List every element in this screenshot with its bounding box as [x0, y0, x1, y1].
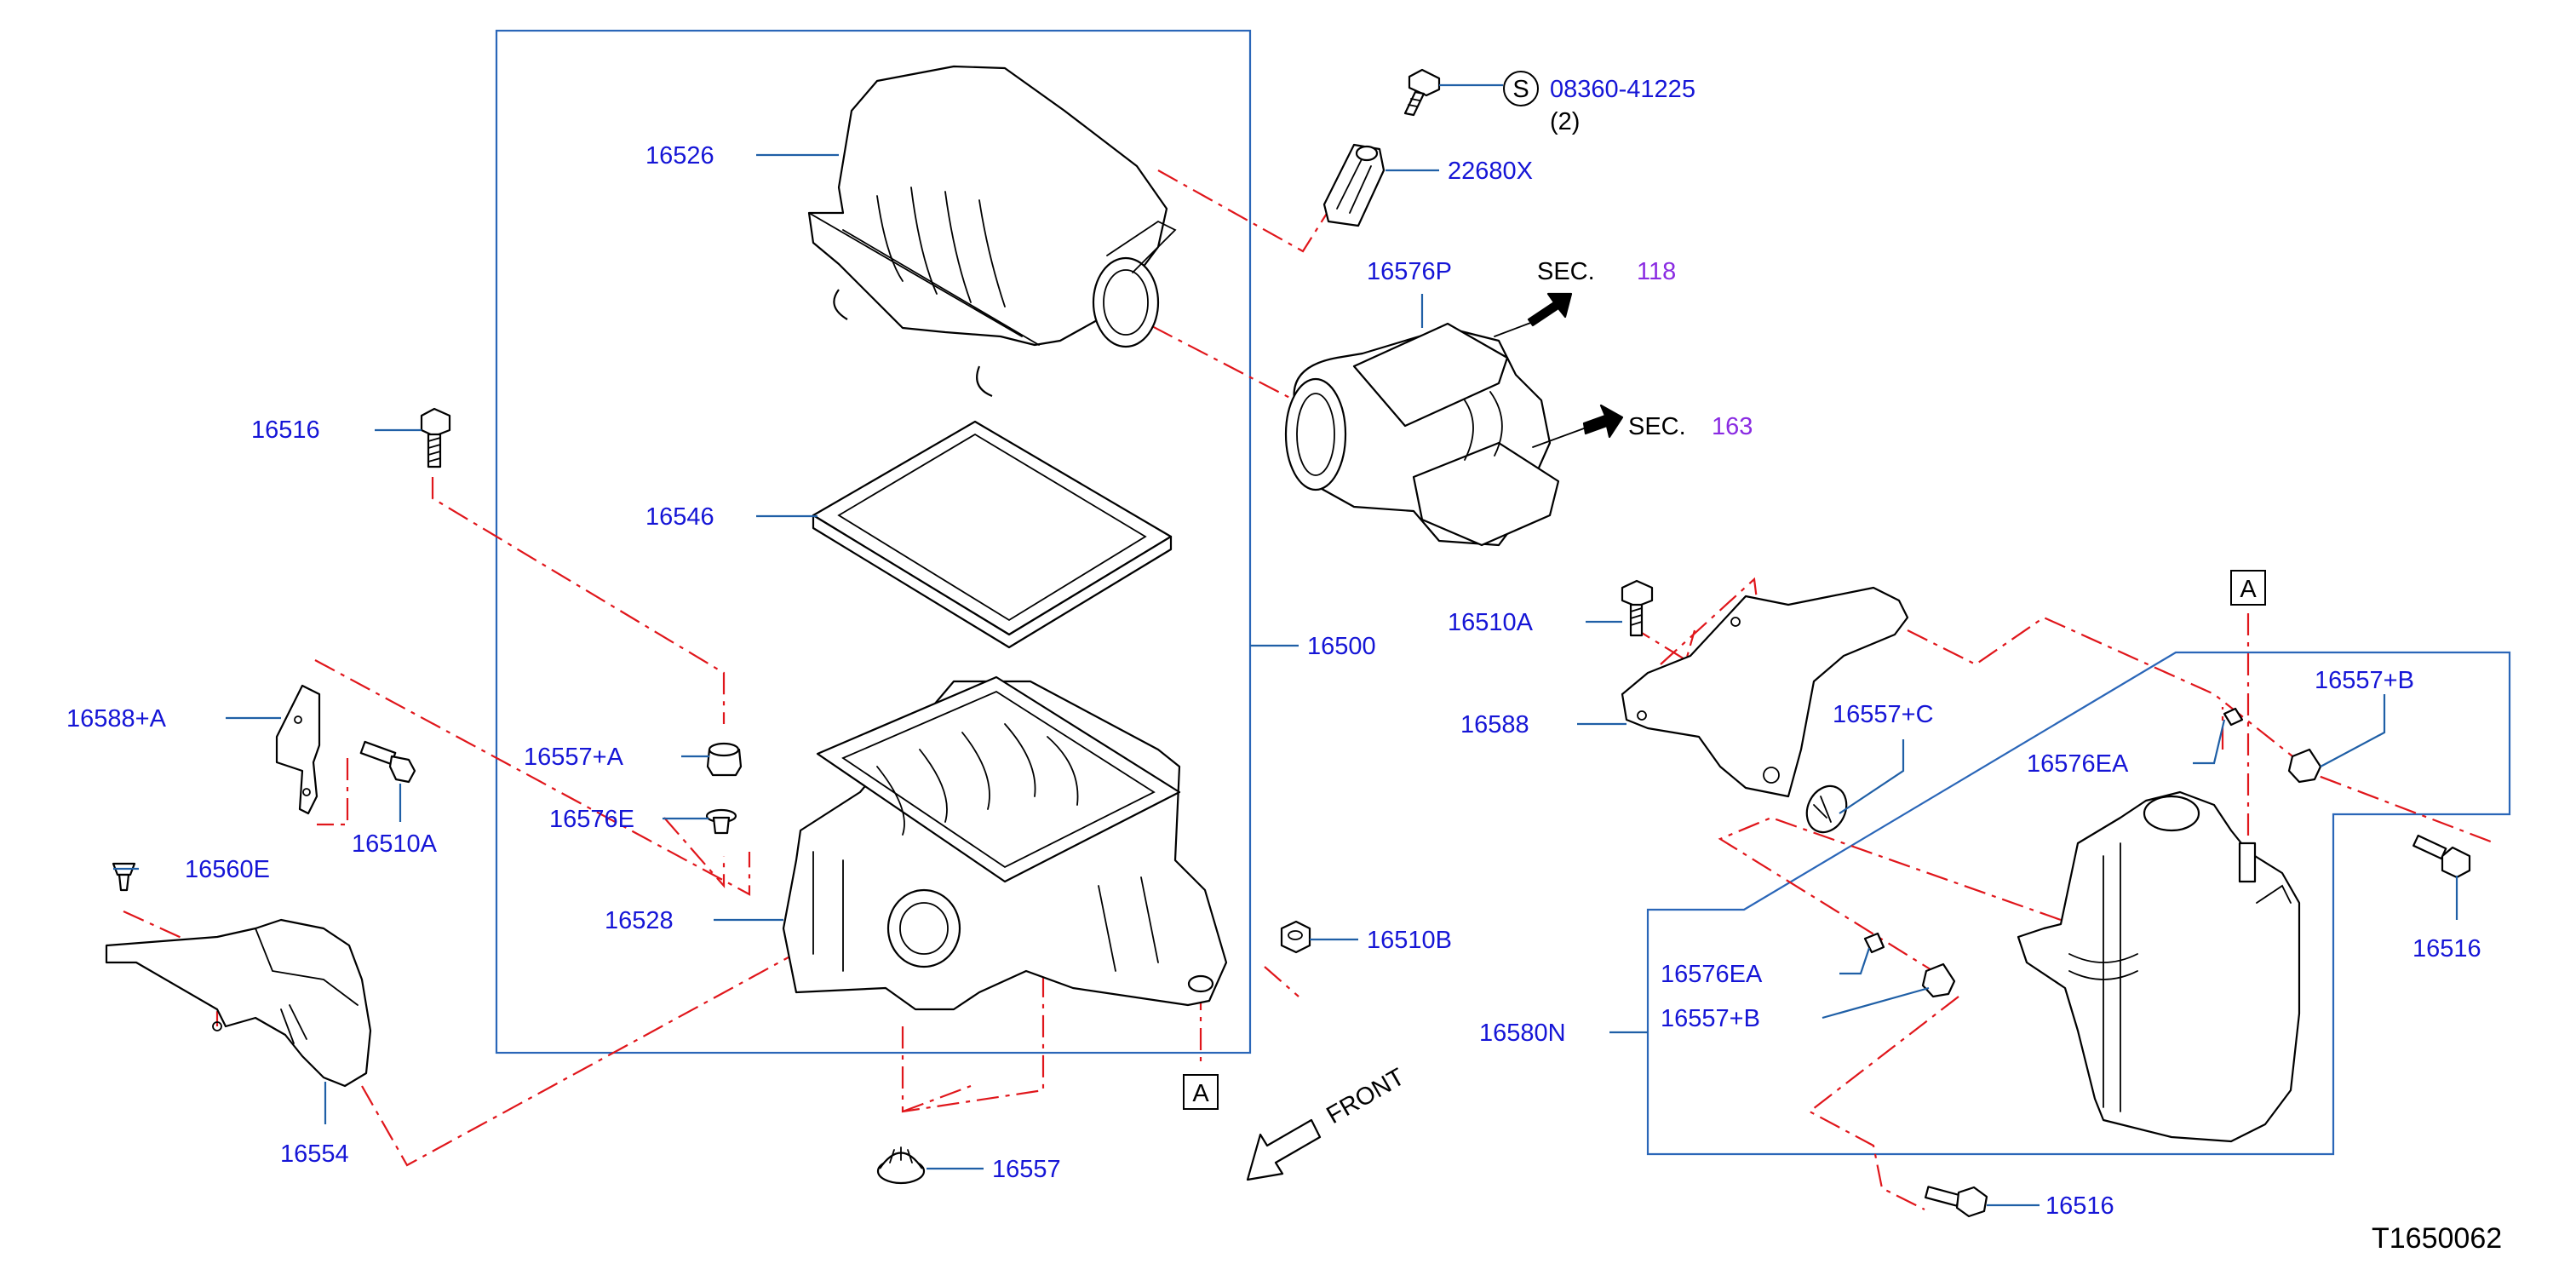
part-16588-bracket[interactable]	[1621, 586, 1909, 798]
part-22680x-maf-sensor[interactable]	[1322, 143, 1386, 227]
sec-118-label: SEC.	[1537, 258, 1595, 285]
part-16557b-grommet-lower[interactable]	[1921, 962, 1956, 998]
arrow-to-sec-163	[1582, 404, 1624, 439]
label-16510a-left: 16510A	[352, 830, 438, 858]
label-16557c: 16557+C	[1833, 701, 1934, 728]
label-16557b-upper: 16557+B	[2315, 667, 2414, 694]
front-label: FRONT	[1322, 1063, 1410, 1129]
label-16580n: 16580N	[1479, 1020, 1566, 1047]
ref-box-a-upper: A	[2230, 570, 2266, 606]
part-16557c-grommet[interactable]	[1799, 779, 1854, 838]
label-16554: 16554	[280, 1140, 349, 1168]
part-16560e-clip[interactable]	[112, 862, 136, 892]
leader-lines	[113, 153, 2458, 1207]
label-16557b-lower: 16557+B	[1661, 1005, 1760, 1032]
part-16557a-grommet[interactable]	[706, 742, 743, 777]
assembly-frame-16500	[495, 29, 1252, 1054]
section-arrows	[1494, 292, 1624, 448]
ref-box-a-lower: A	[1183, 1074, 1219, 1110]
part-16510a-bolt-left[interactable]	[359, 740, 416, 822]
standard-part-s-symbol: S	[1503, 71, 1539, 106]
part-16557-grommet[interactable]	[876, 1146, 926, 1185]
label-16510a-right: 16510A	[1448, 609, 1534, 636]
label-16516-right: 16516	[2412, 935, 2481, 962]
label-08360-qty: (2)	[1550, 108, 1580, 135]
part-16576ea-pin-upper[interactable]	[2223, 707, 2244, 727]
label-16516-left: 16516	[251, 417, 320, 444]
label-16576e: 16576E	[549, 806, 634, 833]
label-16510b: 16510B	[1367, 927, 1452, 954]
part-16516-bolt-right[interactable]	[2412, 834, 2471, 879]
svg-text:A: A	[1192, 1080, 1209, 1107]
assembly-frame-16580n	[1646, 651, 2511, 1156]
part-labels: 16526 16546 16500 16516 16557+A 16576E 1…	[66, 76, 2481, 1220]
front-arrow-icon	[1246, 1118, 1322, 1181]
part-16510a-bolt-right[interactable]	[1621, 579, 1654, 637]
part-16528-lower-case[interactable]	[782, 675, 1228, 1011]
part-16580n-reservoir[interactable]	[2017, 790, 2301, 1143]
label-16560e: 16560E	[185, 856, 270, 883]
part-16576p-duct[interactable]	[1284, 322, 1560, 547]
section-references: SEC. 118 SEC. 163	[1537, 258, 1753, 440]
label-16557a: 16557+A	[524, 744, 624, 771]
label-16588: 16588	[1460, 711, 1529, 738]
sec-118-number: 118	[1637, 258, 1676, 285]
diagram-code: T1650062	[2372, 1222, 2502, 1255]
arrow-to-sec-118	[1527, 292, 1573, 327]
label-16546: 16546	[645, 503, 714, 531]
sec-163-label: SEC.	[1628, 413, 1686, 440]
label-16516-bottom: 16516	[2045, 1192, 2114, 1220]
part-16557b-grommet-upper[interactable]	[2287, 748, 2322, 784]
part-16526-upper-cover[interactable]	[807, 65, 1177, 398]
part-16576ea-pin-lower[interactable]	[1863, 932, 1885, 954]
part-16576e-pin[interactable]	[705, 808, 737, 835]
label-16576ea-upper: 16576EA	[2027, 750, 2129, 778]
part-16516-bolt-left[interactable]	[420, 407, 451, 468]
sec-163-number: 163	[1712, 413, 1753, 440]
label-22680x: 22680X	[1448, 158, 1533, 185]
label-16500: 16500	[1307, 633, 1376, 660]
label-16526: 16526	[645, 142, 714, 169]
part-16554-air-duct[interactable]	[105, 918, 372, 1088]
label-16576p: 16576P	[1367, 258, 1452, 285]
part-16510b-nut[interactable]	[1280, 920, 1358, 954]
label-16528: 16528	[605, 907, 674, 934]
label-08360-41225: 08360-41225	[1550, 76, 1695, 103]
part-16546-filter[interactable]	[812, 420, 1173, 649]
front-arrow: FRONT	[1246, 1063, 1410, 1181]
part-16516-bolt-bottom[interactable]	[1924, 1186, 1988, 1218]
label-16557: 16557	[992, 1156, 1061, 1183]
label-16576ea-lower: 16576EA	[1661, 961, 1763, 988]
part-16588a-bracket[interactable]	[275, 684, 321, 815]
label-16588a: 16588+A	[66, 705, 167, 733]
part-08360-41225-bolt[interactable]	[1403, 68, 1503, 117]
svg-text:S: S	[1512, 76, 1529, 103]
svg-text:A: A	[2240, 576, 2257, 603]
